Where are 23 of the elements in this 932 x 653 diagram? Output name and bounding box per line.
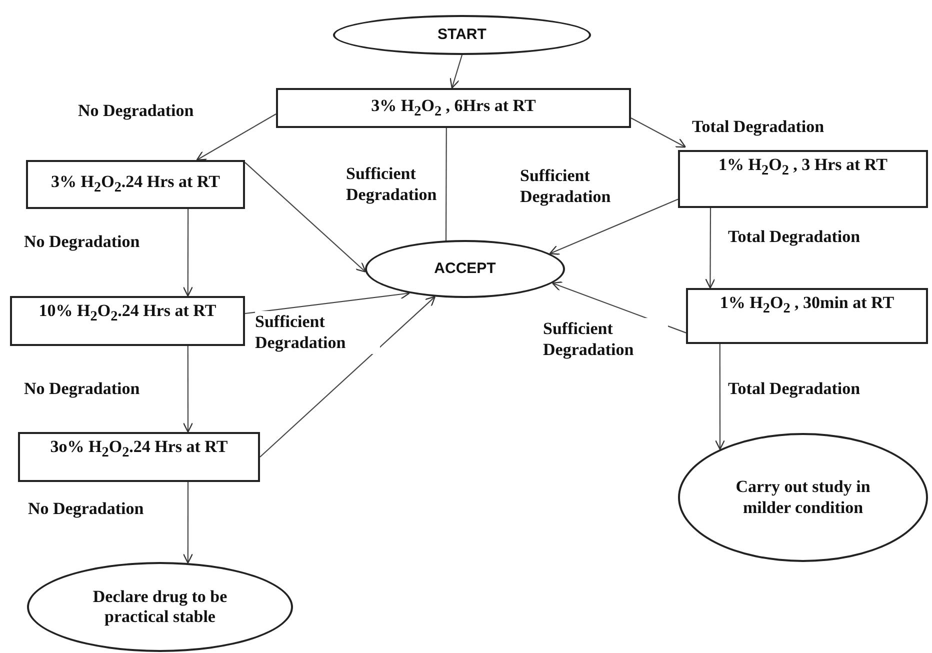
arrow [244,162,366,272]
accept-oval: ACCEPT [365,240,565,298]
terminal-oval: Declare drug to be practical stable [27,562,293,652]
terminal-oval: Carry out study in milder condition [678,433,928,562]
arrow [182,482,194,564]
process-box: 3% H$_{2}$O$_{2}$.24 Hrs at RT [26,160,245,209]
arrow [196,114,276,161]
arrow [714,344,726,450]
arrow [182,209,193,297]
process-box: 3o% H$_{2}$O$_{2}$.24 Hrs at RT [18,432,260,482]
start-oval: START [333,15,591,55]
arrow [450,54,463,89]
edge-label: Sufficient Degradation [543,318,668,360]
process-box: 10% H$_{2}$O$_{2}$.24 Hrs at RT [10,296,245,346]
arrow [549,198,678,255]
edge-label: Sufficient Degradation [255,311,380,354]
process-box: 1% H$_{2}$O$_{2}$ , 30min at RT [686,288,928,344]
arrow [182,346,194,433]
process-box: 3% H$_{2}$O$_{2}$ , 6Hrs at RT [276,88,631,128]
arrow [705,208,716,289]
process-box: 1% H$_{2}$O$_{2}$ , 3 Hrs at RT [678,150,928,208]
arrow [260,296,436,458]
arrow [630,118,686,148]
